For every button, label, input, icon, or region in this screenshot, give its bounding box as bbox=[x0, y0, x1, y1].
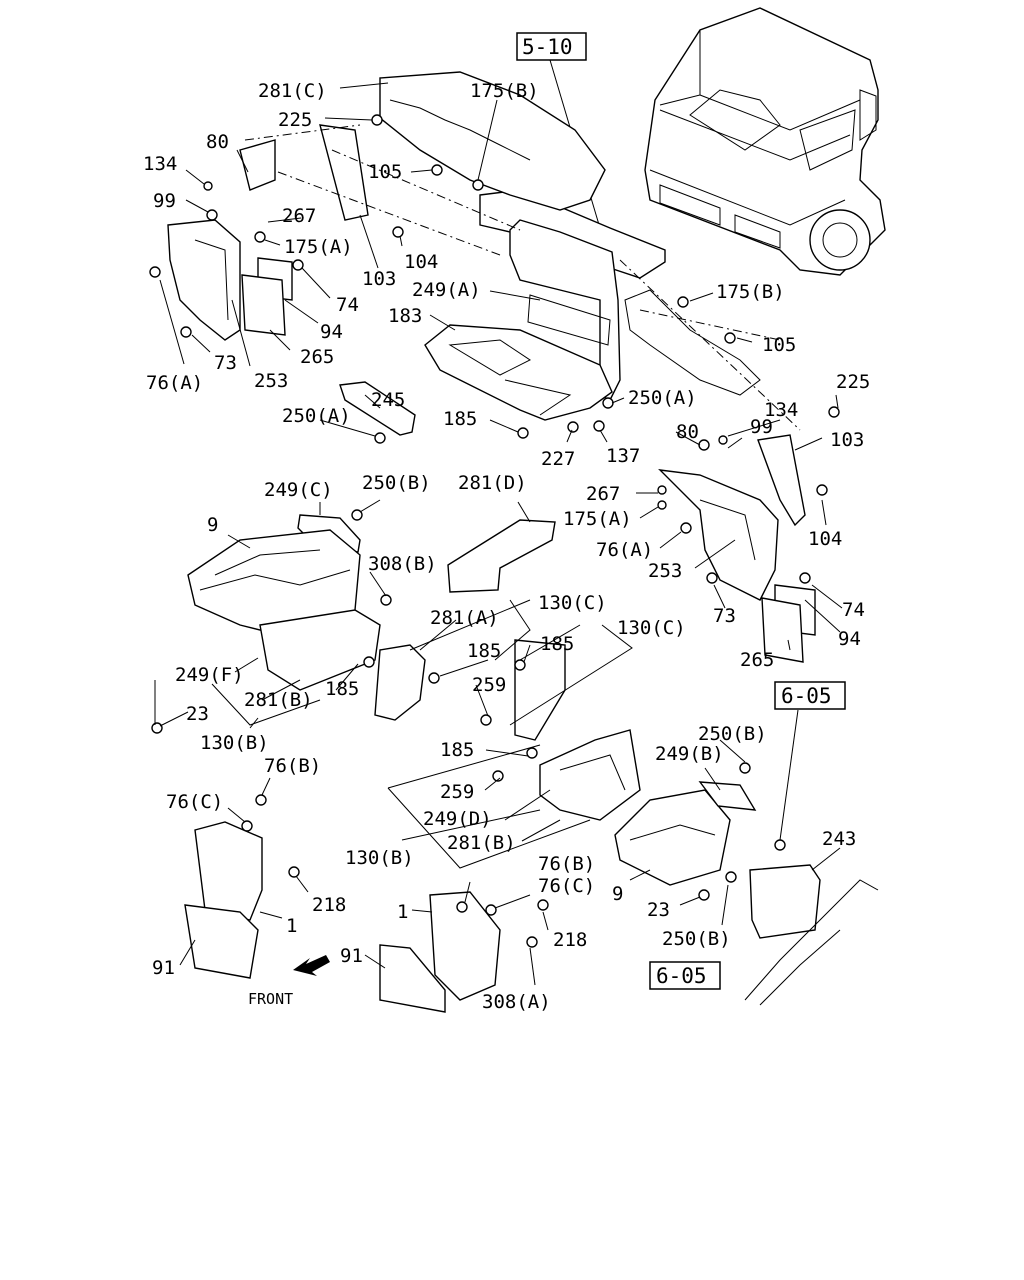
label-80-right: 80 bbox=[676, 421, 699, 443]
lower-assembly bbox=[184, 821, 501, 1013]
label-76c-mid: 76(C) bbox=[538, 875, 595, 897]
label-225-top: 225 bbox=[278, 109, 312, 131]
label-265-left: 265 bbox=[300, 346, 334, 368]
label-9-left: 9 bbox=[207, 514, 218, 536]
label-185-e: 185 bbox=[440, 739, 474, 761]
label-267-left: 267 bbox=[282, 205, 316, 227]
label-99-left: 99 bbox=[153, 190, 176, 212]
label-218-mid: 218 bbox=[553, 929, 587, 951]
upper-assembly bbox=[167, 71, 816, 663]
label-130c-a: 130(C) bbox=[538, 592, 607, 614]
part-labels: 281(C) 175(B) 225 80 105 134 99 267 175(… bbox=[143, 80, 870, 1013]
label-175b-top: 175(B) bbox=[470, 80, 539, 102]
label-105-right: 105 bbox=[762, 334, 796, 356]
label-23-right: 23 bbox=[647, 899, 670, 921]
label-130b-mid: 130(B) bbox=[345, 847, 414, 869]
label-23-left: 23 bbox=[186, 703, 209, 725]
label-265-right: 265 bbox=[740, 649, 774, 671]
label-281b-left: 281(B) bbox=[244, 689, 313, 711]
label-73-right: 73 bbox=[713, 605, 736, 627]
label-250b-top: 250(B) bbox=[362, 472, 431, 494]
label-259-b: 259 bbox=[440, 781, 474, 803]
label-250a-left: 250(A) bbox=[282, 405, 351, 427]
label-183: 183 bbox=[388, 305, 422, 327]
fasteners bbox=[149, 114, 840, 948]
label-73-left: 73 bbox=[214, 352, 237, 374]
label-99-right: 99 bbox=[750, 416, 773, 438]
label-74-left: 74 bbox=[336, 294, 359, 316]
label-94-left: 94 bbox=[320, 321, 343, 343]
label-308b: 308(B) bbox=[368, 553, 437, 575]
label-227: 227 bbox=[541, 448, 575, 470]
ref-box-6-05-bottom: 6-05 bbox=[649, 961, 721, 990]
label-104-right: 104 bbox=[808, 528, 842, 550]
label-134-left: 134 bbox=[143, 153, 177, 175]
label-1-mid: 1 bbox=[397, 901, 408, 923]
label-91-left: 91 bbox=[152, 957, 175, 979]
label-185-d: 185 bbox=[325, 678, 359, 700]
label-250b-right: 250(B) bbox=[698, 723, 767, 745]
label-103-left: 103 bbox=[362, 268, 396, 290]
label-249c: 249(C) bbox=[264, 479, 333, 501]
label-1-left: 1 bbox=[286, 915, 297, 937]
label-249a: 249(A) bbox=[412, 279, 481, 301]
label-243: 243 bbox=[822, 828, 856, 850]
label-250b-bottom: 250(B) bbox=[662, 928, 731, 950]
label-253-right: 253 bbox=[648, 560, 682, 582]
label-9-right: 9 bbox=[612, 883, 623, 905]
label-80-left: 80 bbox=[206, 131, 229, 153]
label-245: 245 bbox=[371, 389, 405, 411]
label-281d: 281(D) bbox=[458, 472, 527, 494]
ref-box-6-05-right: 6-05 bbox=[774, 681, 846, 710]
label-76c-left: 76(C) bbox=[166, 791, 223, 813]
leader-lines bbox=[154, 82, 843, 986]
label-185-c: 185 bbox=[467, 640, 501, 662]
label-225-right: 225 bbox=[836, 371, 870, 393]
ref-label-6-05-bottom: 6-05 bbox=[656, 964, 707, 988]
label-76a-left: 76(A) bbox=[146, 372, 203, 394]
middle-assembly bbox=[187, 514, 879, 1006]
label-185-mid: 185 bbox=[443, 408, 477, 430]
label-249b: 249(B) bbox=[655, 743, 724, 765]
label-76b-left: 76(B) bbox=[264, 755, 321, 777]
label-137: 137 bbox=[606, 445, 640, 467]
front-direction-label: FRONT bbox=[248, 990, 293, 1008]
label-130b-left: 130(B) bbox=[200, 732, 269, 754]
label-76a-right: 76(A) bbox=[596, 539, 653, 561]
label-259-a: 259 bbox=[472, 674, 506, 696]
label-103-right: 103 bbox=[830, 429, 864, 451]
label-249d: 249(D) bbox=[423, 808, 492, 830]
label-91-mid: 91 bbox=[340, 945, 363, 967]
label-175a-left: 175(A) bbox=[284, 236, 353, 258]
label-281a: 281(A) bbox=[430, 607, 499, 629]
ref-box-5-10: 5-10 bbox=[516, 32, 609, 256]
label-74-right: 74 bbox=[842, 599, 865, 621]
label-281b-mid: 281(B) bbox=[447, 832, 516, 854]
label-253-left: 253 bbox=[254, 370, 288, 392]
label-249f: 249(F) bbox=[175, 664, 244, 686]
label-104-left: 104 bbox=[404, 251, 438, 273]
truck-cab-illustration bbox=[644, 7, 886, 276]
label-175a-right: 175(A) bbox=[563, 508, 632, 530]
label-250a-right: 250(A) bbox=[628, 387, 697, 409]
label-130c-b: 130(C) bbox=[617, 617, 686, 639]
label-134-right: 134 bbox=[764, 399, 798, 421]
label-267-right: 267 bbox=[586, 483, 620, 505]
label-175b-right: 175(B) bbox=[716, 281, 785, 303]
label-218-left: 218 bbox=[312, 894, 346, 916]
label-94-right: 94 bbox=[838, 628, 861, 650]
ref-label-6-05-right: 6-05 bbox=[781, 684, 832, 708]
ref-label-5-10: 5-10 bbox=[522, 35, 573, 59]
front-arrow-icon bbox=[293, 955, 330, 976]
label-105-top: 105 bbox=[368, 161, 402, 183]
label-185-b: 185 bbox=[540, 633, 574, 655]
label-281c: 281(C) bbox=[258, 80, 327, 102]
label-308a: 308(A) bbox=[482, 991, 551, 1013]
label-76b-mid: 76(B) bbox=[538, 853, 595, 875]
